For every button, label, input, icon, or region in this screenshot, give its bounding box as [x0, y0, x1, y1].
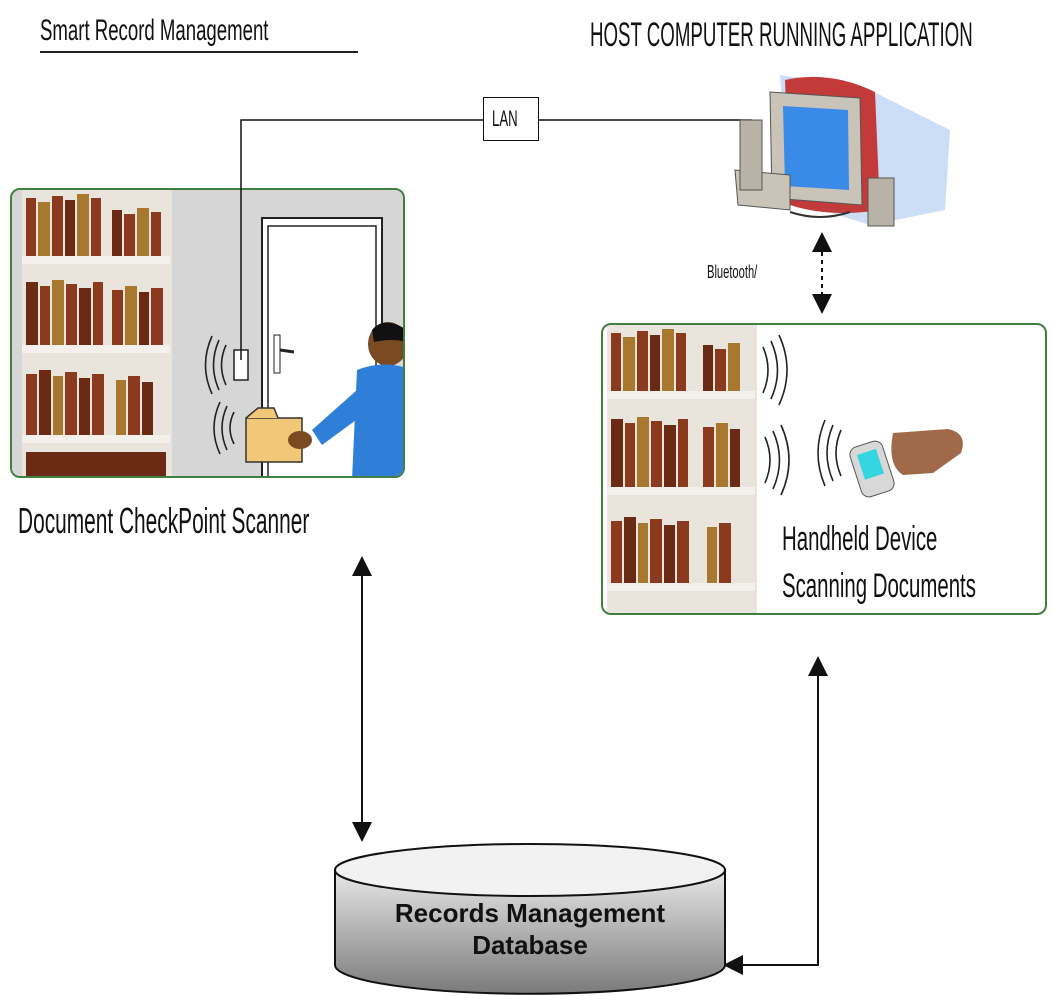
handheld-scene-panel	[601, 323, 1047, 615]
lan-box	[483, 97, 539, 141]
database-label-line2: Database	[472, 930, 588, 960]
bookshelf-illustration	[22, 190, 172, 476]
handheld-scanner-icon	[849, 429, 963, 498]
checkpoint-scanner-label: Document CheckPoint Scanner	[18, 500, 310, 541]
handheld-database-arrow	[723, 656, 828, 975]
bookshelf-illustration	[607, 325, 757, 613]
title-underline	[40, 51, 358, 53]
bluetooth-label: Bluetooth/	[707, 262, 758, 282]
handheld-scene	[607, 325, 963, 613]
checkpoint-scene-panel	[10, 188, 405, 478]
records-database-cylinder	[334, 843, 726, 995]
checkpoint-scene	[12, 190, 403, 476]
lan-connection-line	[240, 119, 483, 360]
signal-waves-icon	[204, 335, 235, 455]
person-carrying-folder-illustration	[245, 322, 403, 476]
signal-waves-icon	[762, 334, 842, 496]
host-computer-label: HOST COMPUTER RUNNING APPLICATION	[590, 16, 973, 54]
database-label: Records Management Database	[348, 897, 712, 961]
diagram-title: Smart Record Management	[40, 14, 269, 47]
lan-label: LAN	[492, 106, 518, 131]
handheld-label-line2: Scanning Documents	[782, 567, 976, 605]
host-computer-icon	[734, 75, 950, 227]
database-label-line1: Records Management	[394, 898, 666, 928]
handheld-label-line1: Handheld Device	[782, 520, 938, 558]
